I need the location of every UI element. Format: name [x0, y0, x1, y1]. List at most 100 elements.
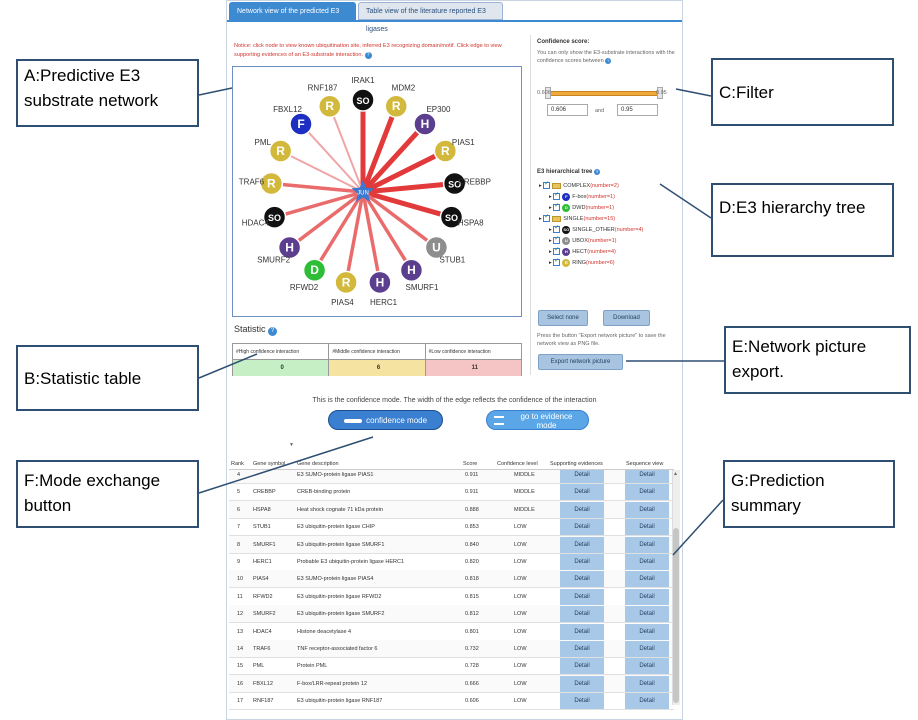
network-edge[interactable]: [361, 191, 413, 272]
network-node[interactable]: [413, 112, 437, 136]
sequence-detail-button[interactable]: Detail: [625, 536, 669, 553]
tree-checkbox[interactable]: ✓: [553, 192, 561, 201]
slider-min-handle[interactable]: [545, 87, 551, 99]
network-edge[interactable]: [300, 123, 364, 193]
expand-arrow-icon[interactable]: ▸: [549, 238, 554, 244]
network-edge[interactable]: [362, 181, 455, 195]
min-score-input[interactable]: 0.606: [547, 104, 588, 116]
network-edge[interactable]: [313, 191, 365, 272]
header-supporting-evidences[interactable]: Supporting evidences: [550, 461, 603, 467]
network-node[interactable]: [277, 235, 302, 260]
tree-checkbox[interactable]: ✓: [543, 214, 551, 223]
center-node-star-icon[interactable]: [351, 180, 375, 202]
tree-checkbox[interactable]: ✓: [553, 236, 561, 245]
expand-arrow-icon[interactable]: ▸: [539, 216, 544, 222]
tab-network-view[interactable]: Network view of the predicted E3 ligases: [229, 2, 356, 33]
network-edge[interactable]: [362, 189, 453, 220]
header-sequence-view[interactable]: Sequence view: [626, 461, 664, 467]
evidence-detail-button[interactable]: Detail: [560, 588, 604, 605]
evidence-detail-button[interactable]: Detail: [560, 467, 604, 483]
select-none-button[interactable]: Select none: [538, 310, 588, 326]
sequence-detail-button[interactable]: Detail: [625, 484, 669, 501]
header-rank[interactable]: Rank: [231, 461, 244, 467]
sequence-detail-button[interactable]: Detail: [625, 641, 669, 657]
tree-checkbox[interactable]: ✓: [553, 203, 561, 212]
tree-checkbox[interactable]: ✓: [543, 181, 551, 190]
evidence-detail-button[interactable]: Detail: [560, 606, 604, 623]
sort-arrow-icon[interactable]: ▼: [289, 442, 294, 448]
network-node[interactable]: [302, 258, 327, 282]
evidence-detail-button[interactable]: Detail: [560, 501, 604, 518]
network-edge[interactable]: [274, 190, 364, 219]
sequence-detail-button[interactable]: Detail: [625, 501, 669, 518]
network-edge[interactable]: [280, 150, 364, 193]
expand-arrow-icon[interactable]: ▸: [549, 205, 554, 211]
tree-item[interactable]: ▸ ✓SINGLE(number=15): [539, 214, 677, 225]
expand-arrow-icon[interactable]: ▸: [539, 183, 544, 189]
help-icon[interactable]: ?: [268, 327, 278, 336]
expand-arrow-icon[interactable]: ▸: [549, 249, 554, 255]
network-node[interactable]: [262, 205, 287, 229]
help-icon[interactable]: ?: [605, 58, 612, 64]
help-icon[interactable]: ?: [594, 169, 601, 175]
tree-item[interactable]: ▸ ✓COMPLEX(number=2): [539, 181, 677, 192]
export-network-picture-button[interactable]: Export network picture: [538, 354, 623, 370]
network-node[interactable]: [268, 139, 293, 163]
evidence-detail-button[interactable]: Detail: [560, 519, 604, 536]
confidence-mode-button[interactable]: confidence mode: [328, 410, 443, 430]
network-edge[interactable]: [344, 191, 365, 283]
sequence-detail-button[interactable]: Detail: [625, 658, 669, 675]
tree-checkbox[interactable]: ✓: [553, 258, 561, 267]
expand-arrow-icon[interactable]: ▸: [549, 260, 554, 266]
network-node[interactable]: [424, 235, 449, 260]
header-gene-symbol[interactable]: Gene symbol: [253, 461, 286, 467]
tab-table-view[interactable]: Table view of the literature reported E3…: [358, 2, 503, 33]
network-node[interactable]: [259, 171, 284, 196]
expand-arrow-icon[interactable]: ▸: [549, 227, 554, 233]
network-node[interactable]: [442, 171, 467, 196]
max-score-input[interactable]: 0.95: [617, 104, 658, 116]
sequence-detail-button[interactable]: Detail: [625, 588, 669, 605]
network-node[interactable]: [384, 94, 408, 118]
network-node[interactable]: [289, 112, 313, 136]
sequence-detail-button[interactable]: Detail: [625, 571, 669, 588]
network-node[interactable]: [439, 205, 464, 229]
tree-checkbox[interactable]: ✓: [553, 225, 561, 234]
sequence-detail-button[interactable]: Detail: [625, 519, 669, 536]
network-node[interactable]: [368, 270, 392, 295]
evidence-detail-button[interactable]: Detail: [560, 693, 604, 710]
network-edge[interactable]: [328, 105, 364, 193]
evidence-detail-button[interactable]: Detail: [560, 623, 604, 640]
help-icon[interactable]: ?: [364, 52, 372, 59]
network-edge[interactable]: [271, 181, 364, 194]
network-node[interactable]: [318, 94, 342, 118]
evidence-detail-button[interactable]: Detail: [560, 658, 604, 675]
network-node[interactable]: [351, 88, 375, 112]
header-confidence-level[interactable]: Confidence level: [497, 461, 538, 467]
table-scrollbar-thumb[interactable]: [673, 528, 679, 703]
network-edge[interactable]: [361, 191, 382, 283]
network-node[interactable]: [334, 270, 358, 295]
download-button[interactable]: Download: [603, 310, 650, 326]
scroll-up-arrow-icon[interactable]: ▲: [673, 471, 678, 477]
evidence-detail-button[interactable]: Detail: [560, 675, 604, 692]
header-score[interactable]: Score: [463, 461, 478, 467]
sequence-detail-button[interactable]: Detail: [625, 623, 669, 640]
network-node[interactable]: [433, 139, 458, 163]
evidence-detail-button[interactable]: Detail: [560, 641, 604, 657]
tree-checkbox[interactable]: ✓: [553, 247, 561, 256]
sequence-detail-button[interactable]: Detail: [625, 693, 669, 710]
evidence-detail-button[interactable]: Detail: [560, 484, 604, 501]
expand-arrow-icon[interactable]: ▸: [549, 194, 554, 200]
network-edge[interactable]: [361, 148, 447, 195]
network-node[interactable]: [399, 258, 424, 282]
network-edge[interactable]: [361, 122, 427, 194]
